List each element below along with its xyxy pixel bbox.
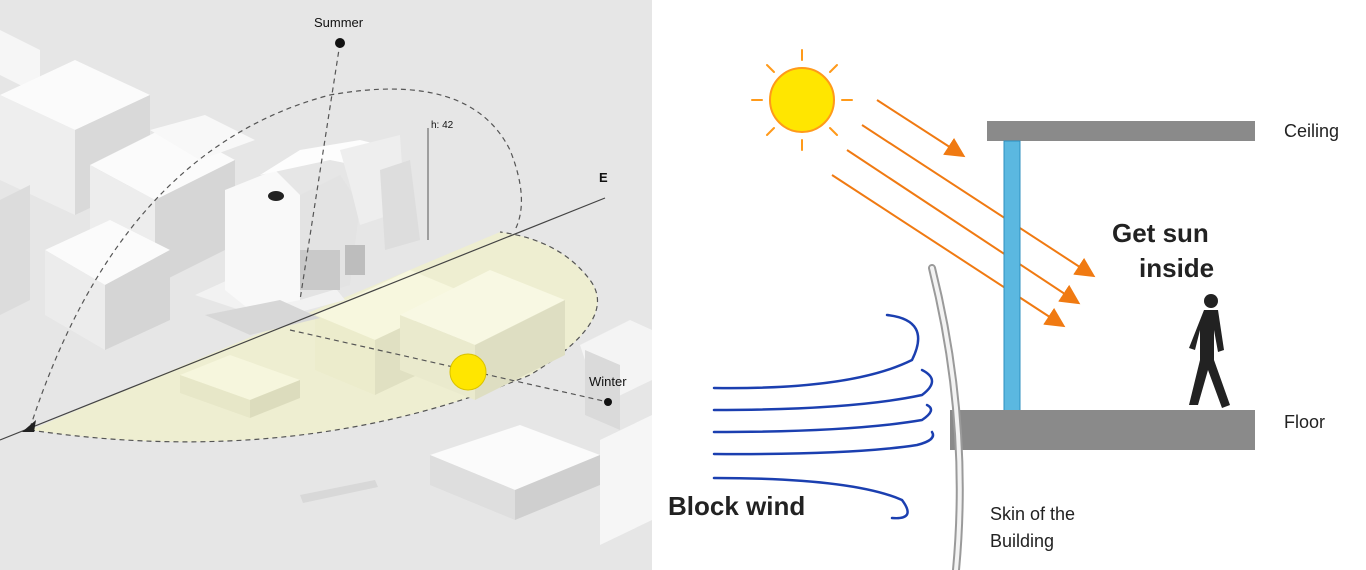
ceiling-label: Ceiling [1284,121,1339,141]
sun-icon [449,353,487,391]
floor-slab [950,410,1255,450]
section-diagram: Ceiling Floor Get sun inside Block wind … [652,0,1366,570]
main-building [195,135,420,335]
height-label: h: 42 [431,120,454,131]
summer-label: Summer [314,15,364,30]
sun-arrows [831,99,1096,328]
ceiling-slab [987,121,1255,141]
sun-icon [751,49,853,151]
winter-ray [289,329,609,403]
summer-sun-marker [335,38,345,48]
wind-label: Block wind [668,491,805,521]
winter-label: Winter [589,374,627,389]
floor-label: Floor [1284,412,1325,432]
site-sun-path-diagram: Summer Winter E h: 42 [0,0,652,570]
arc-arrowhead [22,420,36,432]
skin-label-line1: Skin of the [990,504,1075,524]
east-axis-line [0,197,606,441]
glass-window [1003,140,1021,412]
person-icon [1189,294,1230,408]
wind-lines [712,313,935,520]
east-label: E [599,170,608,185]
winter-sun-marker [604,398,612,406]
sun-heading-line2: inside [1139,253,1214,283]
summer-ray [299,42,341,301]
site-model-svg: Summer Winter E h: 42 [0,0,652,570]
skin-label-line2: Building [990,531,1054,551]
section-svg: Ceiling Floor Get sun inside Block wind … [668,49,1339,570]
sun-heading-line1: Get sun [1112,218,1209,248]
summer-arc [29,88,522,429]
context-buildings [0,30,652,545]
